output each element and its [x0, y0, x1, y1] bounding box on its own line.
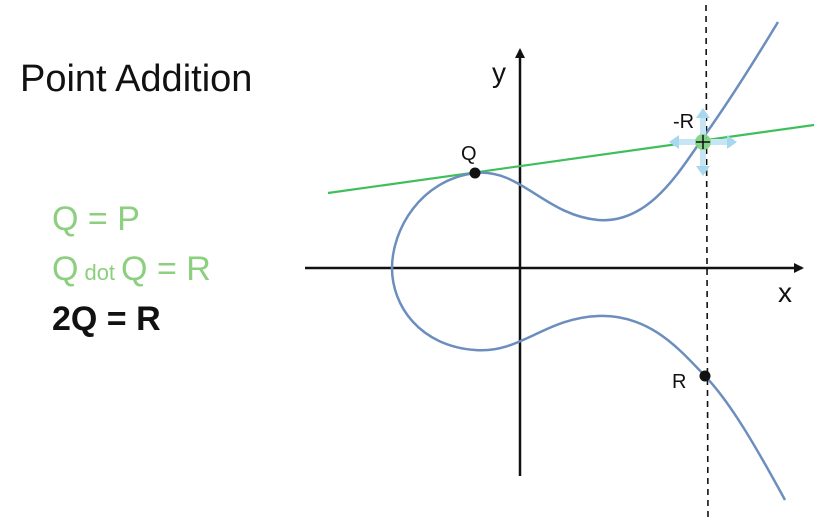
x-axis-label: x	[778, 277, 792, 308]
point-q	[469, 167, 481, 179]
equation-2q-equals-r: 2Q = R	[52, 300, 161, 338]
equation-dot-word: dot	[84, 260, 116, 285]
tangent-line	[327, 123, 815, 195]
page-title: Point Addition	[20, 58, 253, 100]
vertical-dashed-line	[705, 4, 709, 519]
equation-q-equals-p: Q = P	[52, 200, 140, 238]
equation-q-left: Q	[52, 250, 79, 288]
y-axis-label: y	[492, 57, 506, 88]
point-r-label: R	[672, 371, 686, 393]
curve-lower-branch	[390, 267, 787, 501]
point-neg-r-label: -R	[673, 111, 694, 133]
curve-upper-branch	[390, 21, 780, 269]
point-r	[699, 370, 711, 382]
equation-q-equals-r: Q = R	[121, 250, 211, 288]
point-q-label: Q	[461, 143, 477, 165]
move-cursor-icon[interactable]	[669, 108, 737, 176]
